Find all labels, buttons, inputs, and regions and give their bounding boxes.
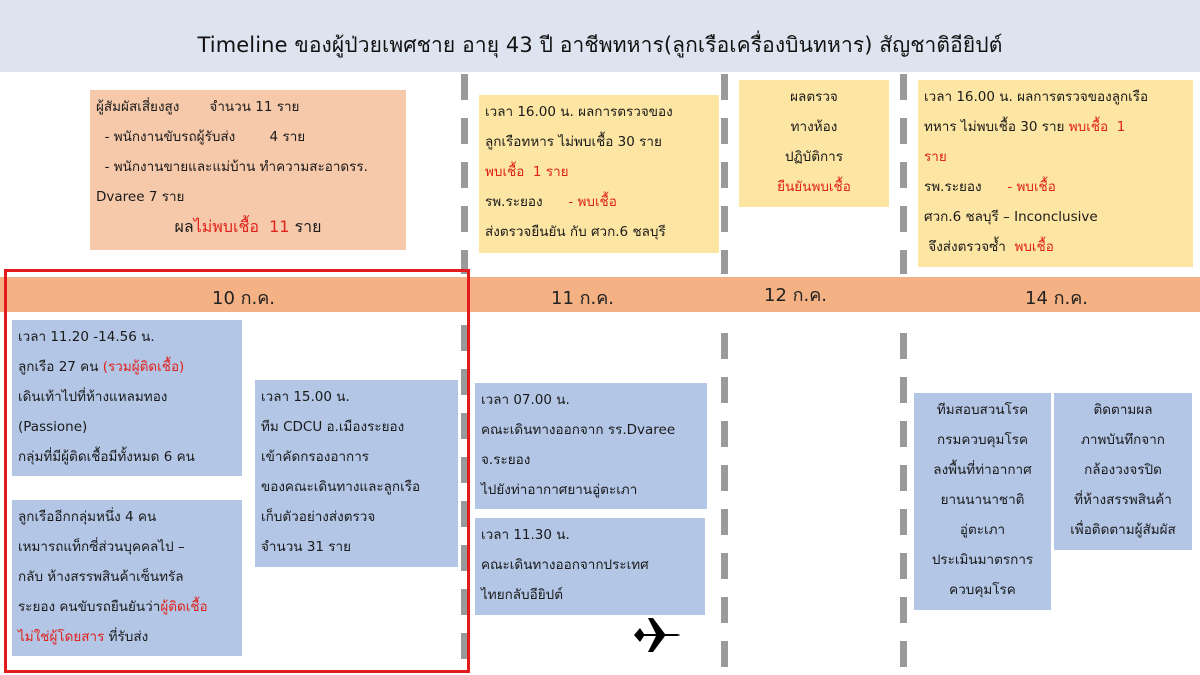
crew-walk-line-4: (Passione)	[18, 419, 88, 435]
cdcu-line-2: ทีม CDCU อ.เมืองระยอง	[261, 419, 405, 435]
lab11-line-2-b: ไม่พบเชื้อ 30 ราย	[558, 134, 662, 150]
investigation-line-6: ประเมินมาตรการ	[931, 552, 1034, 568]
contacts-line-2: - พนักงานขับรถผู้รับส่ง 4 ราย	[96, 129, 306, 145]
cdcu-line-5: เก็บตัวอย่างส่งตรวจ	[261, 509, 376, 525]
page-title: Timeline ของผู้ป่วยเพศชาย อายุ 43 ปี อาช…	[197, 33, 1003, 57]
contacts-box: ผู้สัมผัสเสี่ยงสูง จำนวน 11 ราย - พนักงา…	[90, 90, 406, 250]
contacts-line-4: Dvaree 7 ราย	[96, 189, 185, 205]
depart-country-line-1: เวลา 11.30 น.	[481, 527, 570, 543]
date-label-12: 12 ก.ค.	[764, 285, 828, 306]
crew-taxi-line-2: เหมารถแท็กซี่ส่วนบุคคลไป –	[18, 539, 185, 555]
investigation-line-2: กรมควบคุมโรค	[937, 432, 1028, 448]
cctv-box: ติดตามผล ภาพบันทึกจาก กล้องวงจรปิด ที่ห้…	[1054, 393, 1192, 550]
cctv-line-5: เพื่อติดตามผู้สัมผัส	[1070, 522, 1176, 538]
crew-taxi-line-3: กลับ ห้างสรรพสินค้าเซ็นทรัล	[18, 569, 184, 585]
investigation-box: ทีมสอบสวนโรค กรมควบคุมโรค ลงพื้นที่ท่าอา…	[914, 393, 1051, 610]
lab12-line-1: ผลตรวจ	[790, 89, 838, 105]
lab14-line-1: เวลา 16.00 น. ผลการตรวจของลูกเรือ	[924, 89, 1149, 105]
lab-result-12-box: ผลตรวจ ทางห้อง ปฏิบัติการ ยืนยันพบเชื้อ	[739, 80, 889, 207]
depart-country-line-3: ไทยกลับอียิปต์	[481, 587, 563, 603]
lab14-line-4: รพ.ระยอง - พบเชื้อ	[924, 172, 1187, 202]
lab11-line-1: เวลา 16.00 น. ผลการตรวจของ	[485, 104, 673, 120]
crew-walk-line-2: ลูกเรือ 27 คน (รวมผู้ติดเชื้อ)	[18, 352, 236, 382]
depart-hotel-line-1: เวลา 07.00 น.	[481, 392, 570, 408]
lab14-line-6-b: พบเชื้อ	[1014, 239, 1054, 255]
contacts-result-prefix: ผล	[174, 217, 194, 236]
lab11-line-5: ส่งตรวจยืนยัน กับ ศวก.6 ชลบุรี	[485, 224, 666, 240]
lab-result-11-box: เวลา 16.00 น. ผลการตรวจของ ลูกเรือทหาร ไ…	[479, 95, 719, 253]
depart-hotel-line-4: ไปยังท่าอากาศยานอู่ตะเภา	[481, 482, 638, 498]
lab12-line-3: ปฏิบัติการ	[785, 149, 843, 165]
investigation-line-5: อู่ตะเภา	[959, 522, 1006, 538]
depart-hotel-box: เวลา 07.00 น. คณะเดินทางออกจาก รร.Dvaree…	[475, 383, 707, 509]
crew-taxi-line-1: ลูกเรืออีกกลุ่มหนึ่ง 4 คน	[18, 509, 157, 525]
contacts-result-red: ไม่พบเชื้อ 11	[193, 217, 290, 236]
crew-taxi-line-4-a: ระยอง คนขับรถยืนยันว่า	[18, 599, 161, 615]
date-label-10: 10 ก.ค.	[212, 288, 276, 309]
title-bar: Timeline ของผู้ป่วยเพศชาย อายุ 43 ปี อาช…	[0, 0, 1200, 72]
lab11-line-4: รพ.ระยอง - พบเชื้อ	[485, 187, 713, 217]
crew-walk-box: เวลา 11.20 -14.56 น. ลูกเรือ 27 คน (รวมผ…	[12, 320, 242, 476]
lab14-line-3: ราย	[924, 149, 947, 165]
lab11-line-4-a: รพ.ระยอง	[485, 194, 569, 210]
crew-taxi-line-5: ไม่ใช่ผู้โดยสาร ที่รับส่ง	[18, 622, 236, 652]
lab14-line-2-b: พบเชื้อ 1	[1068, 119, 1126, 135]
date-label-11: 11 ก.ค.	[551, 288, 615, 309]
investigation-line-7: ควบคุมโรค	[949, 582, 1016, 598]
contacts-line-1: ผู้สัมผัสเสี่ยงสูง จำนวน 11 ราย	[96, 99, 300, 115]
depart-hotel-line-2: คณะเดินทางออกจาก รร.Dvaree	[481, 422, 676, 438]
depart-country-line-2: คณะเดินทางออกจากประเทศ	[481, 557, 649, 573]
cdcu-line-3: เข้าคัดกรองอาการ	[261, 449, 370, 465]
cdcu-box: เวลา 15.00 น. ทีม CDCU อ.เมืองระยอง เข้า…	[255, 380, 458, 567]
crew-taxi-line-5-a: ไม่ใช่ผู้โดยสาร	[18, 629, 105, 645]
divider-12-14-bottom	[900, 333, 907, 675]
investigation-line-3: ลงพื้นที่ท่าอากาศ	[933, 462, 1032, 478]
lab14-line-4-a: รพ.ระยอง	[924, 179, 1008, 195]
lab14-line-4-b: - พบเชื้อ	[1007, 179, 1056, 195]
cctv-line-4: ที่ห้างสรรพสินค้า	[1074, 492, 1172, 508]
lab14-line-5: ศวก.6 ชลบุรี – Inconclusive	[924, 209, 1098, 225]
crew-walk-line-2-a: ลูกเรือ 27 คน	[18, 359, 103, 375]
cctv-line-1: ติดตามผล	[1093, 402, 1153, 418]
airplane-icon	[634, 618, 680, 652]
depart-country-box: เวลา 11.30 น. คณะเดินทางออกจากประเทศ ไทย…	[475, 518, 705, 615]
contacts-result-suffix: ราย	[289, 217, 322, 236]
lab11-line-2-a: ลูกเรือทหาร	[485, 134, 559, 150]
crew-walk-line-2-b: (รวมผู้ติดเชื้อ)	[102, 359, 185, 375]
investigation-line-4: ยานนานาชาติ	[940, 492, 1025, 508]
contacts-result: ผลไม่พบเชื้อ 11 ราย	[96, 212, 400, 242]
crew-taxi-box: ลูกเรืออีกกลุ่มหนึ่ง 4 คน เหมารถแท็กซี่ส…	[12, 500, 242, 656]
divider-10-11-bottom	[461, 325, 468, 675]
crew-walk-line-3: เดินเท้าไปที่ห้างแหลมทอง	[18, 389, 168, 405]
lab11-line-4-b: - พบเชื้อ	[568, 194, 617, 210]
divider-12-14-top	[900, 74, 907, 274]
cctv-line-3: กล้องวงจรปิด	[1084, 462, 1162, 478]
divider-10-11-top	[461, 74, 468, 274]
date-bar	[0, 277, 1200, 312]
cdcu-line-1: เวลา 15.00 น.	[261, 389, 350, 405]
lab11-line-3: พบเชื้อ 1 ราย	[485, 164, 569, 180]
lab14-line-6: จึงส่งตรวจซ้ำ พบเชื้อ	[924, 232, 1187, 262]
lab11-line-2: ลูกเรือทหาร ไม่พบเชื้อ 30 ราย	[485, 127, 713, 157]
lab14-line-2: ทหาร ไม่พบเชื้อ 30 ราย พบเชื้อ 1	[924, 112, 1187, 142]
contacts-line-3: - พนักงานขายและแม่บ้าน ทำความสะอาดรร.	[96, 159, 368, 175]
lab12-line-4: ยืนยันพบเชื้อ	[777, 179, 851, 195]
date-label-14: 14 ก.ค.	[1025, 288, 1089, 309]
lab12-line-2: ทางห้อง	[790, 119, 838, 135]
crew-taxi-line-4-b: ผู้ติดเชื้อ	[160, 599, 208, 615]
divider-11-12-bottom	[721, 333, 728, 675]
lab14-line-2-a: ทหาร ไม่พบเชื้อ 30 ราย	[924, 119, 1069, 135]
depart-hotel-line-3: จ.ระยอง	[481, 452, 531, 468]
crew-taxi-line-5-b: ที่รับส่ง	[104, 629, 149, 645]
lab-result-14-box: เวลา 16.00 น. ผลการตรวจของลูกเรือ ทหาร ไ…	[918, 80, 1193, 267]
lab14-line-6-a: จึงส่งตรวจซ้ำ	[924, 239, 1015, 255]
crew-taxi-line-4: ระยอง คนขับรถยืนยันว่าผู้ติดเชื้อ	[18, 592, 236, 622]
cdcu-line-4: ของคณะเดินทางและลูกเรือ	[261, 479, 421, 495]
investigation-line-1: ทีมสอบสวนโรค	[936, 402, 1029, 418]
cctv-line-2: ภาพบันทึกจาก	[1081, 432, 1165, 448]
cdcu-line-6: จำนวน 31 ราย	[261, 539, 352, 555]
crew-walk-line-1: เวลา 11.20 -14.56 น.	[18, 329, 155, 345]
crew-walk-line-5: กลุ่มที่มีผู้ติดเชื้อมีทั้งหมด 6 คน	[18, 449, 195, 465]
divider-11-12-top	[721, 74, 728, 274]
